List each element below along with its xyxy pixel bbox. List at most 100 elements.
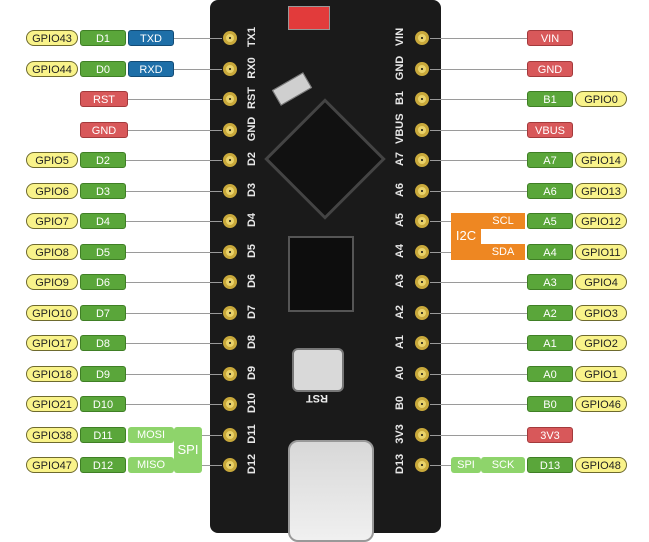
pin-connector-line (430, 282, 527, 283)
usb-c-connector[interactable] (288, 440, 374, 542)
left-digital-label: D12 (80, 457, 126, 473)
right-silkscreen-label: A4 (394, 243, 406, 258)
microcontroller-board: RST (210, 0, 441, 542)
right-silkscreen-label: A7 (394, 151, 406, 167)
pin-connector-line (430, 404, 527, 405)
left-silkscreen-label: D6 (246, 273, 258, 289)
left-header-pin (223, 31, 237, 45)
left-digital-label: D6 (80, 274, 126, 290)
right-pin-label: B0 (527, 396, 573, 412)
right-vin-label: VIN (527, 30, 573, 46)
pin-connector-line (430, 190, 527, 192)
left-header-pin (223, 275, 237, 289)
left-gpio-label: GPIO18 (26, 365, 78, 382)
right-gpio-label: GPIO13 (575, 182, 627, 199)
left-alt-function-label: TXD (128, 30, 174, 46)
left-gpio-label: GPIO47 (26, 457, 78, 473)
right-pin-label: A7 (527, 152, 573, 168)
left-silkscreen-label: D10 (246, 392, 258, 414)
left-silkscreen-label: D9 (246, 365, 258, 380)
left-header-pin (223, 244, 237, 259)
left-header-pin (223, 336, 237, 350)
right-silkscreen-label: VBUS (394, 112, 406, 144)
left-digital-label: D8 (80, 335, 126, 351)
left-header-pin (223, 214, 237, 228)
left-gpio-label: GPIO7 (26, 213, 78, 229)
right-silkscreen-label: B1 (394, 90, 406, 106)
left-silkscreen-label: RST (246, 87, 258, 109)
right-silkscreen-label: 3V3 (394, 423, 406, 444)
right-header-pin (415, 31, 429, 45)
pin-connector-line (128, 99, 222, 100)
left-silkscreen-label: D5 (246, 243, 258, 258)
left-silkscreen-label: RX0 (246, 56, 258, 79)
right-pin-label: D13 (527, 457, 573, 473)
left-alt-function-label: RXD (128, 60, 174, 77)
red-indicator-led (288, 6, 330, 30)
left-digital-label: D11 (80, 426, 126, 443)
pin-connector-line (126, 251, 222, 253)
right-pin-label: A0 (527, 365, 573, 382)
right-pin-label: A5 (527, 213, 573, 229)
right-pin-label: A6 (527, 182, 573, 199)
left-header-pin (223, 458, 237, 472)
right-header-pin (415, 427, 429, 442)
pin-connector-line (430, 343, 527, 344)
left-digital-label: D1 (80, 30, 126, 46)
left-digital-label: D2 (80, 152, 126, 168)
right-gpio-label: GPIO4 (575, 274, 627, 290)
reset-button[interactable] (292, 348, 344, 392)
left-header-pin (223, 305, 237, 320)
right-silkscreen-label: GND (394, 55, 406, 80)
left-header-pin (223, 427, 237, 442)
crystal-oscillator (271, 72, 313, 106)
right-alt-function-label: SCK (481, 457, 525, 473)
right-gpio-label: GPIO11 (575, 243, 627, 260)
right-pin-label: A3 (527, 274, 573, 290)
right-gpio-label: GPIO48 (575, 457, 627, 473)
left-gpio-label: GPIO6 (26, 182, 78, 199)
left-gpio-label: GPIO9 (26, 274, 78, 290)
left-gpio-label: GPIO38 (26, 426, 78, 443)
left-digital-label: D9 (80, 365, 126, 382)
i2c-group-label: I2C (451, 213, 481, 260)
left-silkscreen-label: D7 (246, 304, 258, 319)
right-silkscreen-label: A1 (394, 334, 406, 350)
left-gpio-label: GPIO10 (26, 304, 78, 321)
right-header-pin (415, 183, 429, 198)
pin-connector-line (126, 404, 222, 405)
left-silkscreen-label: D4 (246, 212, 258, 228)
right-gpio-label: GPIO3 (575, 304, 627, 321)
left-digital-label: D5 (80, 243, 126, 260)
right-header-pin (415, 305, 429, 320)
right-silkscreen-label: A5 (394, 212, 406, 228)
right-header-pin (415, 275, 429, 289)
pin-connector-line (430, 68, 527, 70)
left-silkscreen-label: TX1 (246, 26, 258, 48)
right-header-pin (415, 61, 429, 76)
pin-connector-line (430, 312, 527, 314)
pin-connector-line (430, 373, 527, 375)
left-header-pin (223, 122, 237, 137)
right-gpio-label: GPIO1 (575, 365, 627, 382)
right-gnd-label: GND (527, 60, 573, 77)
right-silkscreen-label: A2 (394, 304, 406, 319)
left-digital-label: D4 (80, 213, 126, 229)
left-silkscreen-label: D8 (246, 334, 258, 350)
pin-connector-line (430, 160, 527, 161)
left-alt-function-label: MOSI (128, 426, 174, 443)
right-gpio-label: GPIO12 (575, 213, 627, 229)
left-silkscreen-label: D12 (246, 453, 258, 475)
right-pin-label: A1 (527, 335, 573, 351)
right-pin-label: B1 (527, 91, 573, 107)
pin-connector-line (126, 373, 222, 375)
right-silkscreen-label: A6 (394, 182, 406, 197)
pin-connector-line (430, 99, 527, 100)
pin-connector-line (126, 160, 222, 161)
right-silkscreen-label: B0 (394, 395, 406, 411)
right-silkscreen-label: VIN (394, 27, 406, 47)
left-alt-function-label: MISO (128, 457, 174, 473)
right-header-pin (415, 397, 429, 411)
pin-connector-line (430, 129, 527, 131)
right-header-pin (415, 458, 429, 472)
